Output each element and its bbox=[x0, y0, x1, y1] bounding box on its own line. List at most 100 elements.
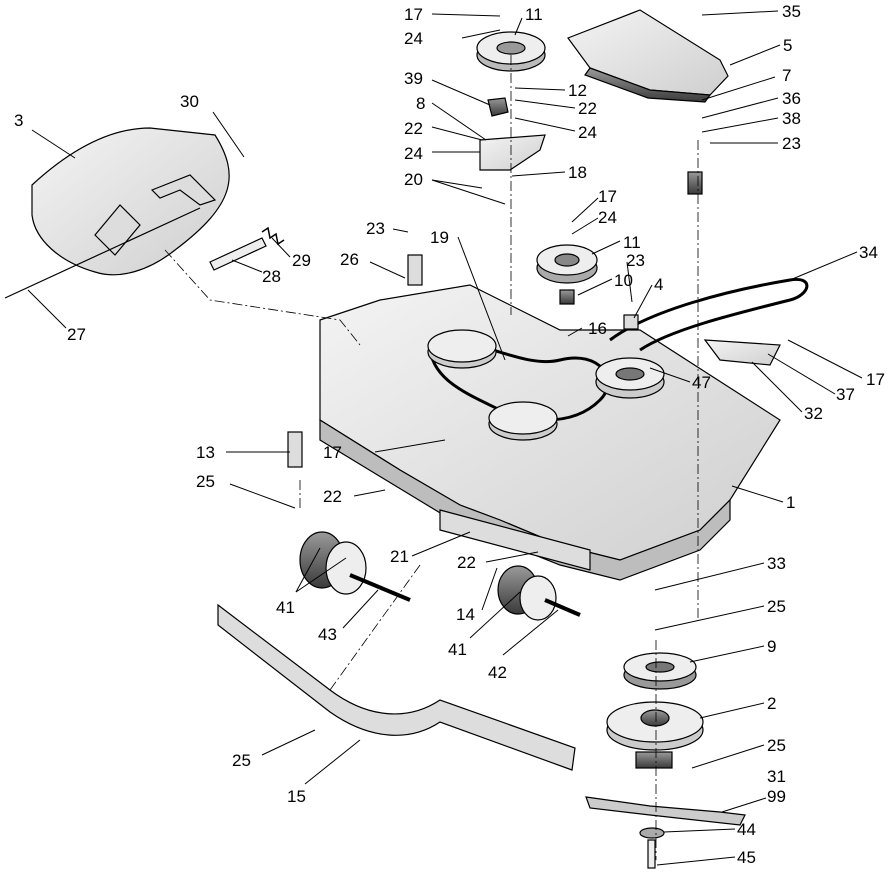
leader-36 bbox=[701, 97, 779, 119]
leader-7 bbox=[701, 76, 776, 101]
callout-36: 36 bbox=[782, 89, 801, 108]
leader-23b bbox=[392, 228, 409, 233]
leader-21 bbox=[411, 531, 471, 557]
leader-17d bbox=[374, 439, 446, 453]
leader-28 bbox=[231, 259, 263, 273]
callout-11: 11 bbox=[623, 233, 641, 252]
bracket-13 bbox=[287, 431, 303, 468]
pulley-11-upper bbox=[476, 31, 546, 72]
leader-10 bbox=[577, 278, 613, 296]
spindle-housing-2 bbox=[606, 701, 704, 751]
callout-12: 12 bbox=[568, 81, 587, 100]
leader-20b bbox=[431, 179, 506, 205]
pulley-11-middle bbox=[536, 244, 598, 284]
callout-25: 25 bbox=[767, 597, 786, 616]
leader-22b bbox=[431, 126, 483, 141]
leader-18 bbox=[511, 171, 566, 177]
callout-7: 7 bbox=[782, 66, 791, 85]
callout-26: 26 bbox=[340, 250, 359, 269]
callout-38: 38 bbox=[782, 109, 801, 128]
axle-42 bbox=[544, 598, 581, 617]
callout-43: 43 bbox=[318, 625, 337, 644]
callout-2: 2 bbox=[767, 694, 776, 713]
leader-35 bbox=[701, 10, 779, 16]
callout-25: 25 bbox=[196, 472, 215, 491]
belt-cover-5 bbox=[567, 9, 729, 96]
callout-32: 32 bbox=[804, 404, 823, 423]
callout-22: 22 bbox=[404, 119, 423, 138]
belt-cover bbox=[31, 127, 230, 276]
leader-34 bbox=[789, 251, 858, 281]
bushing-10 bbox=[559, 289, 575, 305]
callout-13: 13 bbox=[196, 443, 215, 462]
callout-24: 24 bbox=[578, 123, 597, 142]
axle-43 bbox=[349, 573, 411, 602]
leader-44 bbox=[663, 828, 736, 833]
callout-10: 10 bbox=[614, 271, 633, 290]
callout-35: 35 bbox=[782, 2, 801, 21]
callout-22: 22 bbox=[457, 553, 476, 572]
leader-8 bbox=[431, 102, 487, 141]
leader-17b bbox=[571, 197, 599, 223]
callout-24: 24 bbox=[404, 144, 423, 163]
leader-37 bbox=[767, 353, 836, 395]
callout-37: 37 bbox=[836, 385, 855, 404]
callout-42: 42 bbox=[488, 663, 507, 682]
leader-41c bbox=[469, 591, 521, 639]
leader-25d bbox=[261, 729, 316, 756]
washer-44 bbox=[639, 827, 665, 839]
leader-24d bbox=[571, 217, 599, 235]
bracket-23-right bbox=[687, 171, 703, 195]
leader-30 bbox=[212, 111, 245, 158]
leader-45 bbox=[656, 856, 736, 866]
callout-28: 28 bbox=[262, 267, 281, 286]
leader-22c bbox=[353, 489, 386, 497]
blade-31 bbox=[585, 796, 746, 826]
leader-38 bbox=[701, 117, 779, 133]
leader-2 bbox=[699, 702, 765, 719]
leader-9 bbox=[689, 645, 765, 663]
leader-27 bbox=[27, 289, 67, 329]
leader-25a bbox=[229, 483, 296, 509]
callout-3: 3 bbox=[14, 111, 23, 130]
roller-41-right bbox=[497, 565, 557, 621]
callout-44: 44 bbox=[737, 820, 756, 839]
rod-28 bbox=[209, 237, 267, 271]
callout-24: 24 bbox=[404, 29, 423, 48]
callout-29: 29 bbox=[292, 251, 311, 270]
callout-31: 31 bbox=[767, 767, 786, 786]
spindle-pulley-9 bbox=[623, 652, 697, 690]
callout-19: 19 bbox=[430, 228, 449, 247]
leader-24a bbox=[461, 29, 501, 39]
leader-41b bbox=[295, 557, 347, 593]
leader-26 bbox=[369, 261, 406, 279]
leader-12 bbox=[514, 87, 566, 91]
spindle-plate bbox=[635, 751, 673, 769]
bracket-26 bbox=[407, 254, 423, 286]
callout-5: 5 bbox=[783, 36, 792, 55]
callout-47: 47 bbox=[692, 373, 711, 392]
callout-25: 25 bbox=[232, 751, 251, 770]
callout-22: 22 bbox=[578, 99, 597, 118]
callout-25: 25 bbox=[767, 736, 786, 755]
leader-31 bbox=[721, 797, 767, 813]
callout-41: 41 bbox=[276, 598, 295, 617]
leader-25b bbox=[654, 605, 765, 631]
deck-belt bbox=[428, 340, 610, 422]
callout-14: 14 bbox=[456, 605, 475, 624]
bracket-32 bbox=[703, 339, 781, 366]
callout-8: 8 bbox=[416, 94, 425, 113]
bracket-4 bbox=[623, 314, 639, 330]
baffle-15 bbox=[217, 603, 576, 771]
roller-41-left bbox=[299, 531, 367, 595]
baffle-21 bbox=[439, 509, 591, 571]
callout-1: 1 bbox=[786, 493, 795, 512]
callout-11: 11 bbox=[525, 5, 543, 24]
bracket-39 bbox=[487, 97, 509, 117]
leader-11b bbox=[591, 240, 621, 255]
callout-22: 22 bbox=[323, 487, 342, 506]
belt-cover-bracket-2 bbox=[94, 204, 141, 256]
callout-17: 17 bbox=[866, 370, 885, 389]
